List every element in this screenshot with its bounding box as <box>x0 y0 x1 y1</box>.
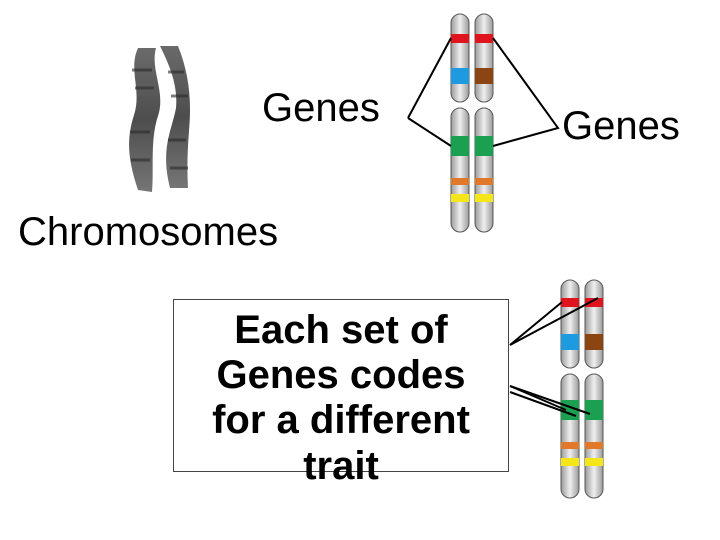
gene-band-red <box>585 298 603 307</box>
chromosome-pair-top <box>450 13 494 233</box>
gene-band-red <box>475 34 493 43</box>
gene-band-brown <box>585 334 603 350</box>
note-box <box>173 299 509 472</box>
gene-band-red <box>561 298 579 307</box>
gene-band-green <box>475 136 493 156</box>
gene-band-green <box>585 400 603 420</box>
note-line-2: Genes codes <box>216 353 466 398</box>
genes-label-left: Genes <box>262 86 380 130</box>
gene-band-green <box>451 136 469 156</box>
genes-label-right: Genes <box>562 104 680 148</box>
gene-band-yellow <box>451 194 469 202</box>
chromosome-pair-bottom <box>560 279 604 499</box>
gene-band-yellow <box>585 458 603 466</box>
gene-band-orange <box>561 442 579 449</box>
gene-band-red <box>451 34 469 43</box>
gene-band-blue <box>561 334 579 350</box>
gene-band-orange <box>585 442 603 449</box>
chromosome-top-right <box>474 13 494 233</box>
note-line-1: Each set of <box>234 308 448 352</box>
gene-band-yellow <box>475 194 493 202</box>
chromosome-bottom-right <box>584 279 604 499</box>
gene-band-brown <box>475 68 493 84</box>
chromosome-photo <box>129 46 190 192</box>
note-line-3: for a different <box>212 398 470 443</box>
connector-lines-top <box>407 37 560 147</box>
gene-band-yellow <box>561 458 579 466</box>
gene-band-orange <box>451 178 469 185</box>
chromosome-top-left <box>450 13 470 233</box>
gene-band-orange <box>475 178 493 185</box>
note-text: Each set of Genes codes for a different … <box>173 308 509 489</box>
gene-band-blue <box>451 68 469 84</box>
connector-lines-bottom <box>509 297 599 417</box>
note-line-4: trait <box>303 443 379 488</box>
chromosomes-label: Chromosomes <box>18 210 279 254</box>
